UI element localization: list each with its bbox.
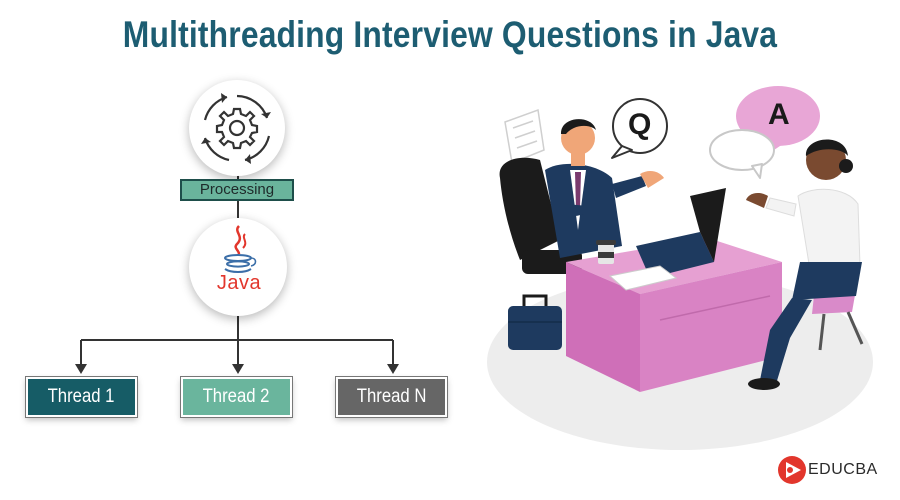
coffee-cup	[596, 240, 616, 264]
page-title: Multithreading Interview Questions in Ja…	[122, 14, 778, 55]
java-logo-icon	[224, 225, 257, 273]
gear-icon	[201, 93, 271, 164]
java-label: Java	[216, 272, 262, 294]
answer-letter: A	[768, 98, 790, 131]
brand-name: EDUCBA	[808, 461, 878, 478]
laptop	[608, 188, 726, 291]
thread-2-box: Thread 2	[181, 377, 292, 417]
interviewer-man	[545, 119, 664, 258]
question-letter: Q	[628, 108, 652, 141]
question-bubble	[611, 98, 668, 159]
briefcase	[508, 294, 562, 350]
thread-1-label: Thread 1	[48, 386, 115, 407]
processing-label: Processing	[180, 179, 294, 201]
processing-circle	[189, 80, 285, 176]
thread-n-label: Thread N	[356, 386, 427, 407]
java-circle	[189, 218, 287, 316]
thread-2-label: Thread 2	[203, 386, 270, 407]
candidate-woman	[746, 139, 862, 390]
thread-n-box: Thread N	[336, 377, 447, 417]
empty-speech-bubble	[709, 129, 775, 179]
thread-1-box: Thread 1	[26, 377, 137, 417]
document-paper	[504, 108, 545, 165]
